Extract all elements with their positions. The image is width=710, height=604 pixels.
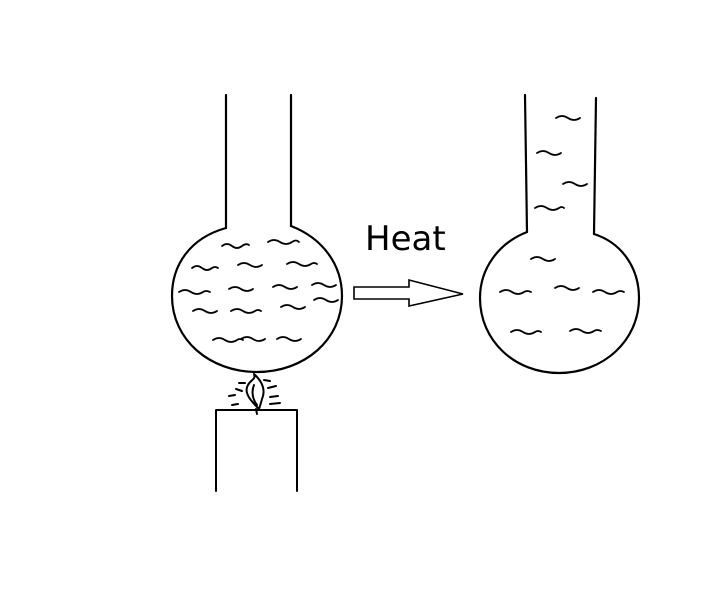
flame-wick [256,409,257,414]
flask-before [172,95,342,372]
heat-mark [232,404,238,405]
liquid-wave [241,337,265,341]
liquid-wave [511,330,541,334]
liquid-before [179,240,338,342]
liquid-wave [192,266,218,270]
flask-after [480,95,639,373]
flame-icon [247,374,264,409]
candle-body [216,410,297,491]
heat-mark [236,389,242,391]
liquid-wave [537,151,561,155]
liquid-wave [268,240,299,244]
flask-after-neck-right-wall [594,98,596,234]
liquid-wave [556,116,580,120]
liquid-wave [281,305,305,309]
liquid-wave [229,287,253,291]
liquid-wave [273,285,297,289]
arrow-icon [354,280,463,306]
liquid-wave [312,283,336,287]
liquid-wave [535,206,564,210]
heat-mark [268,386,276,388]
flask-after-neck-left-wall [525,95,527,232]
arrow-shape [354,280,463,306]
liquid-wave [277,337,301,341]
liquid-wave [238,263,262,267]
flask-after-bulb [480,232,639,373]
heat-mark [270,396,278,397]
liquid-after [500,116,624,334]
liquid-wave [531,257,555,261]
liquid-wave [593,290,624,294]
heat-mark [264,380,270,381]
heat-mark [229,395,235,396]
flask-before-bulb [172,226,342,372]
liquid-wave [179,290,210,294]
liquid-wave [570,329,601,333]
liquid-wave [314,298,338,302]
liquid-wave [222,244,249,248]
liquid-wave [213,338,243,342]
liquid-wave [193,309,217,313]
liquid-wave [500,290,531,294]
liquid-wave [231,309,261,313]
liquid-wave [563,182,587,186]
heat-label: Heat [365,219,446,259]
flame-inner-stroke [253,385,257,405]
heat-mark [270,403,280,404]
candle [216,374,297,491]
liquid-wave [287,262,317,266]
liquid-wave [555,286,579,290]
